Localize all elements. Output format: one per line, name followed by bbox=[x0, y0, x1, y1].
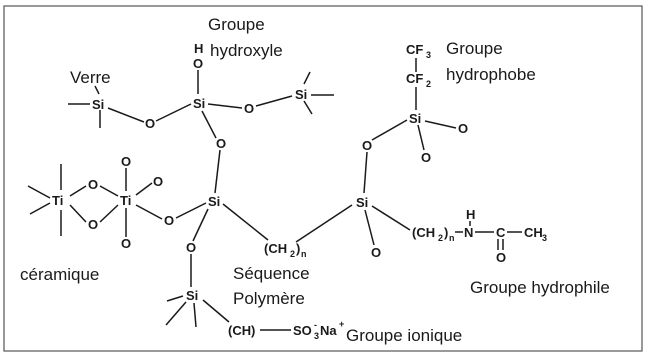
diagram-frame bbox=[3, 5, 643, 352]
atom-cf3-sub: 3 bbox=[426, 50, 431, 60]
atom-o-ti-lower: O bbox=[88, 217, 98, 232]
atom-o-7: O bbox=[421, 150, 431, 165]
atom-o-2: O bbox=[244, 101, 254, 116]
label-verre: Verre bbox=[70, 68, 111, 87]
atom-ch3-sub: 3 bbox=[542, 233, 547, 243]
atom-si-top: Si bbox=[193, 96, 205, 111]
atom-c: C bbox=[496, 225, 506, 240]
atom-o-ti-upper: O bbox=[88, 177, 98, 192]
atom-si-verre: Si bbox=[92, 97, 104, 112]
atom-na: Na bbox=[320, 323, 337, 338]
atom-n: N bbox=[464, 225, 473, 240]
atom-o-3: O bbox=[216, 136, 226, 151]
label-ceramique: céramique bbox=[20, 265, 99, 284]
atom-si-bottom: Si bbox=[186, 288, 198, 303]
atom-so3-sub: 3 bbox=[314, 331, 319, 341]
atom-so3: SO bbox=[293, 323, 312, 338]
atom-ch2-center-n: n bbox=[301, 249, 307, 259]
atom-o-6: O bbox=[458, 121, 468, 136]
atom-o-ti-si: O bbox=[164, 213, 174, 228]
label-groupe-hydroxyle-line2: hydroxyle bbox=[210, 41, 283, 60]
bond-lines bbox=[27, 58, 522, 331]
atom-o-carbonyl: O bbox=[496, 250, 506, 265]
atom-o-5: O bbox=[362, 138, 372, 153]
atom-o-ti-side: O bbox=[153, 174, 163, 189]
atom-ch2-right-n: n bbox=[449, 233, 455, 243]
label-groupe-hydroxyle-line1: Groupe bbox=[208, 15, 265, 34]
atom-si-top-right: Si bbox=[295, 87, 307, 102]
atom-cf3: CF bbox=[406, 42, 423, 57]
atom-o-si-right-bottom: O bbox=[371, 245, 381, 260]
atom-cf2-sub: 2 bbox=[426, 79, 431, 89]
atom-o-4: O bbox=[186, 240, 196, 255]
atom-ch-ionic-paren: ) bbox=[251, 323, 255, 338]
atom-so3-charge: - bbox=[314, 320, 317, 330]
atom-h-hydroxyl: H bbox=[194, 41, 203, 56]
label-sequence-line2: Polymère bbox=[233, 289, 305, 308]
atom-h-n: H bbox=[466, 207, 475, 222]
atom-o-ti-bottom: O bbox=[121, 236, 131, 251]
atom-cf2: CF bbox=[406, 71, 423, 86]
atom-ch2-center-sub: 2 bbox=[290, 249, 295, 259]
atom-ch2-right-paren: ) bbox=[444, 225, 448, 240]
atom-ti-right: Ti bbox=[120, 193, 131, 208]
atom-o-ti-top: O bbox=[121, 154, 131, 169]
label-sequence-line1: Séquence bbox=[233, 264, 310, 283]
atom-ch3: CH bbox=[524, 225, 543, 240]
label-groupe-ionique: Groupe ionique bbox=[346, 326, 462, 345]
atom-si-upper-right: Si bbox=[409, 111, 421, 126]
atom-ch-ionic: (CH bbox=[228, 323, 251, 338]
atom-ti-left: Ti bbox=[52, 193, 63, 208]
label-groupe-hydrophile: Groupe hydrophile bbox=[470, 278, 610, 297]
atom-ch2-center: (CH bbox=[264, 241, 287, 256]
atom-o-hydroxyl: O bbox=[193, 56, 203, 71]
atom-ch2-right-sub: 2 bbox=[438, 233, 443, 243]
atom-na-charge: + bbox=[339, 319, 344, 329]
atom-ch2-right: (CH bbox=[412, 225, 435, 240]
atom-o-1: O bbox=[145, 116, 155, 131]
atom-ch2-center-paren: ) bbox=[296, 241, 300, 256]
atom-si-center: Si bbox=[208, 194, 220, 209]
label-groupe-hydrophobe-line2: hydrophobe bbox=[446, 65, 536, 84]
label-groupe-hydrophobe-line1: Groupe bbox=[446, 39, 503, 58]
atom-si-right: Si bbox=[356, 195, 368, 210]
